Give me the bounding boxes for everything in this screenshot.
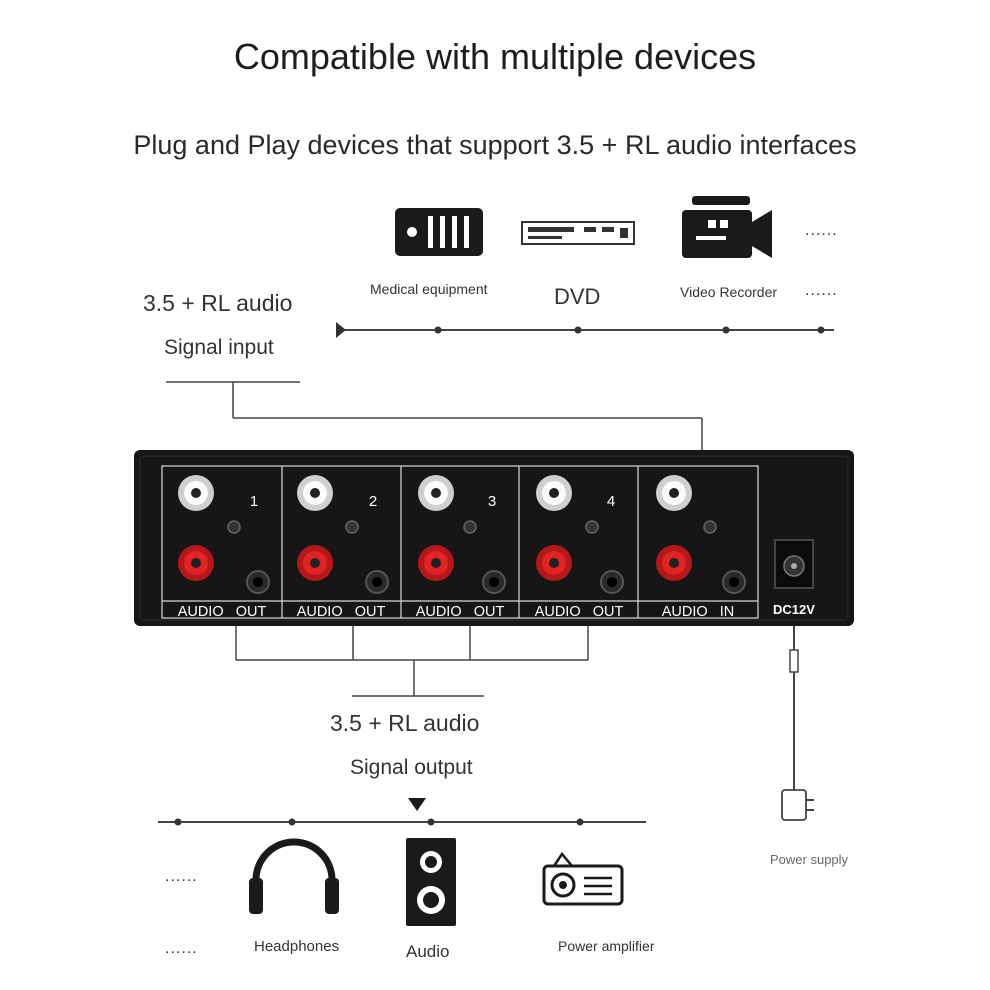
more-devices-ellipsis-2: ...... <box>805 282 838 299</box>
headphones-icon <box>249 838 339 914</box>
audio-splitter-panel <box>134 450 854 626</box>
channel-number-3: 3 <box>488 493 496 510</box>
power-supply-cable <box>789 626 799 790</box>
headphones-label: Headphones <box>254 938 340 955</box>
audio-out-label-1: AUDIO OUT <box>178 604 267 620</box>
more-devices-ellipsis: ...... <box>805 222 838 239</box>
video-camera-icon <box>682 196 772 258</box>
channel-1 <box>178 475 270 594</box>
speaker-icon <box>406 838 456 926</box>
power-amplifier-icon <box>542 851 624 906</box>
audio-input-section <box>656 475 746 594</box>
input-line <box>336 322 834 338</box>
dvd-label: DVD <box>554 284 601 309</box>
channel-number-1: 1 <box>250 493 258 510</box>
input-label-line1: 3.5 + RL audio <box>143 290 293 316</box>
audio-out-label-4: AUDIO OUT <box>535 604 624 620</box>
channel-number-2: 2 <box>369 493 377 510</box>
channel-4 <box>536 475 624 594</box>
page-title: Compatible with multiple devices <box>233 36 757 77</box>
power-amplifier-label: Power amplifier <box>558 938 655 954</box>
input-connector <box>166 381 703 450</box>
power-supply-label: Power supply <box>770 852 849 867</box>
medical-equipment-label: Medical equipment <box>370 281 488 297</box>
more-outputs-ellipsis: ...... <box>165 868 198 885</box>
audio-out-label-3: AUDIO OUT <box>416 604 505 620</box>
audio-out-label-2: AUDIO OUT <box>297 604 386 620</box>
output-line <box>158 798 646 826</box>
dc-power-jack <box>774 539 814 589</box>
power-adapter-icon <box>781 789 814 821</box>
dvd-player-icon <box>521 221 635 245</box>
audio-in-label: AUDIO IN <box>662 604 735 620</box>
more-outputs-ellipsis-2: ...... <box>165 940 198 957</box>
audio-label: Audio <box>406 942 450 961</box>
video-recorder-label: Video Recorder <box>680 284 778 300</box>
output-connector <box>235 626 589 697</box>
channel-2 <box>297 475 389 594</box>
page-subtitle: Plug and Play devices that support 3.5 +… <box>133 130 857 160</box>
output-label-line1: 3.5 + RL audio <box>330 710 480 736</box>
channel-number-4: 4 <box>607 493 615 510</box>
dc-12v-label: DC12V <box>773 602 815 617</box>
input-label-line2: Signal input <box>164 336 274 359</box>
medical-equipment-icon <box>395 208 483 256</box>
channel-3 <box>418 475 506 594</box>
output-label-line2: Signal output <box>350 756 473 779</box>
